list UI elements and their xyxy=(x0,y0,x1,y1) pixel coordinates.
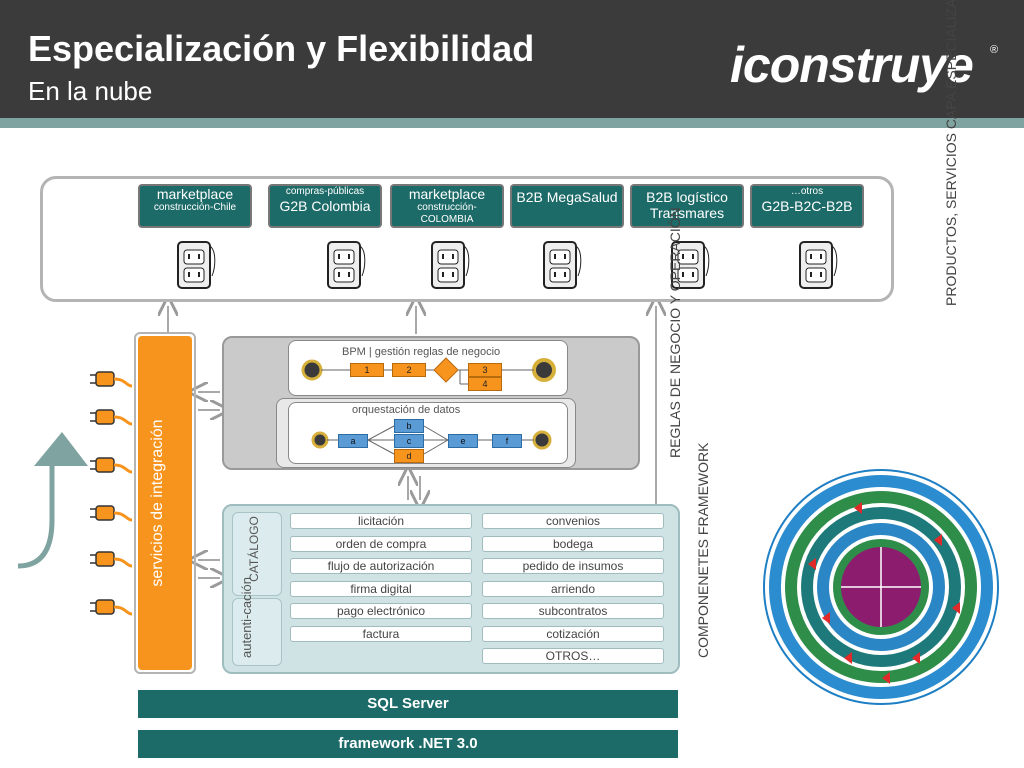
component-item[interactable]: factura xyxy=(290,626,472,642)
orchestration-step: d xyxy=(394,449,424,463)
catalog-panel[interactable] xyxy=(232,512,282,596)
bpm-step: 3 xyxy=(468,363,502,377)
orchestration-step: a xyxy=(338,434,368,448)
catalog-label: CATÁLOGO xyxy=(247,516,261,582)
bpm-step: 2 xyxy=(392,363,426,377)
up-arrow-icon xyxy=(17,432,88,569)
bpm-step: 4 xyxy=(468,377,502,391)
sql-server-bar: SQL Server xyxy=(138,690,678,718)
component-item[interactable]: orden de compra xyxy=(290,536,472,552)
product-otros[interactable]: …otros G2B-B2C-B2B xyxy=(750,184,864,228)
header-bar xyxy=(0,0,1024,118)
outlet-icon xyxy=(431,241,470,289)
component-item[interactable]: subcontratos xyxy=(482,603,664,619)
outlet-icon xyxy=(327,241,366,289)
product-g2b-colombia[interactable]: compras-públicas G2B Colombia xyxy=(268,184,382,228)
layer-label-products: PRODUCTOS, SERVICIOS CAPA ESPECIALIZACIO… xyxy=(943,0,959,306)
component-item[interactable]: firma digital xyxy=(290,581,472,597)
framework-bar: framework .NET 3.0 xyxy=(138,730,678,758)
integration-services-bar[interactable] xyxy=(138,336,192,670)
outlet-icon xyxy=(177,241,216,289)
bpm-flow-title: BPM | gestión reglas de negocio xyxy=(342,346,501,358)
brand-logo: iconstruye xyxy=(730,37,974,93)
component-item[interactable]: cotización xyxy=(482,626,664,642)
page-title: Especialización y Flexibilidad xyxy=(28,28,535,69)
component-item[interactable]: flujo de autorización xyxy=(290,558,472,574)
layer-label-rules: REGLAS DE NEGOCIO Y OPERACIÓN xyxy=(667,207,683,458)
auth-panel[interactable] xyxy=(232,598,282,666)
bpm-flow xyxy=(288,340,568,396)
auth-label: autenti-cación xyxy=(239,577,254,658)
product-marketplace-chile[interactable]: marketplace construcción-Chile xyxy=(138,184,252,228)
page-subtitle: En la nube xyxy=(28,76,153,106)
orchestration-flow xyxy=(288,402,568,464)
orchestration-step: c xyxy=(394,434,424,448)
product-b2b-transmares[interactable]: B2B logístico Transmares xyxy=(630,184,744,228)
integration-frame xyxy=(134,332,196,674)
component-item[interactable]: arriendo xyxy=(482,581,664,597)
component-item[interactable]: OTROS… xyxy=(482,648,664,664)
bpm-flow-diagram xyxy=(301,357,556,385)
product-b2b-megasalud[interactable]: B2B MegaSalud xyxy=(510,184,624,228)
logo-registered-mark: ® xyxy=(990,44,999,56)
component-item[interactable]: convenios xyxy=(482,513,664,529)
component-item[interactable]: pedido de insumos xyxy=(482,558,664,574)
layer-label-components: COMPONENETES FRAMEWORK xyxy=(695,442,711,658)
orchestration-step: f xyxy=(492,434,522,448)
header-stripe xyxy=(0,118,1024,128)
integration-services-label: servicios de integración xyxy=(149,419,166,587)
plug-icon xyxy=(90,371,133,616)
orchestration-step: e xyxy=(448,434,478,448)
component-item[interactable]: licitación xyxy=(290,513,472,529)
service-wheel-icon xyxy=(763,469,999,705)
component-item[interactable]: pago electrónico xyxy=(290,603,472,619)
outlet-icon xyxy=(543,241,582,289)
bpm-step: 1 xyxy=(350,363,384,377)
orchestration-flow-diagram xyxy=(311,425,552,455)
outlet-icon xyxy=(799,241,838,289)
orchestration-step: b xyxy=(394,419,424,433)
product-marketplace-colombia[interactable]: marketplace construcción-COLOMBIA xyxy=(390,184,504,228)
orchestration-flow-title: orquestación de datos xyxy=(352,404,461,416)
outlet-icon xyxy=(671,241,710,289)
component-item[interactable]: bodega xyxy=(482,536,664,552)
